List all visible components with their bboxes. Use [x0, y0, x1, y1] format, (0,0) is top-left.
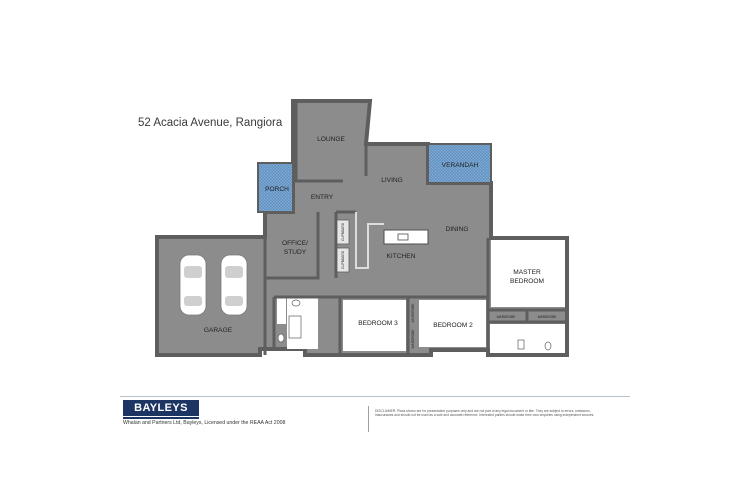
interior-walls — [263, 101, 567, 355]
bedroom3-floor — [343, 300, 406, 351]
master-ensuite-floor — [490, 324, 565, 353]
toilet-floor — [277, 297, 286, 324]
car-icon-left — [179, 254, 207, 316]
master-bedroom-label-line2: BEDROOM — [510, 278, 544, 285]
cupboard-label-lower: CUPBOARD — [341, 250, 345, 269]
verandah-deck — [427, 143, 492, 184]
office-label-line1: OFFICE/ — [282, 240, 308, 247]
living-label: LIVING — [381, 177, 403, 184]
lounge-label: LOUNGE — [317, 136, 345, 143]
footer-divider — [120, 396, 630, 397]
cupboard-upper — [336, 219, 350, 245]
dining-label: DINING — [445, 226, 468, 233]
wardrobe-label-right: WARDROBE — [538, 315, 557, 319]
agency-line: Whalan and Partners Ltd, Bayleys, Licens… — [123, 420, 286, 426]
kitchen-label: KITCHEN — [387, 253, 416, 260]
wardrobe-label-bed3: WARDROBE — [411, 304, 415, 323]
car-icon-right — [220, 254, 248, 316]
disclaimer-divider — [368, 406, 369, 432]
bedroom3-label: BEDROOM 3 — [358, 320, 398, 327]
entry-label: ENTRY — [311, 194, 334, 201]
master-bedroom-label-line1: MASTER — [513, 269, 541, 276]
cupboard-lower — [336, 247, 350, 273]
cupboard-label-upper: CUPBOARD — [341, 222, 345, 241]
wardrobe-label-left: WARDROBE — [497, 315, 516, 319]
porch-label: PORCH — [265, 186, 289, 193]
disclaimer-text: DISCLAIMER: Plans shown are for presenta… — [375, 409, 595, 418]
brand-logo: BAYLEYS — [123, 400, 199, 419]
verandah-label: VERANDAH — [442, 162, 479, 169]
plan-title: 52 Acacia Avenue, Rangiora — [138, 117, 283, 129]
wardrobe-label-bed2: WARDROBE — [411, 330, 415, 349]
kitchen-island — [383, 229, 429, 245]
white-areas — [277, 240, 565, 353]
master-bedroom-floor — [491, 240, 565, 307]
bedroom2-floor — [419, 300, 486, 347]
garage-label: GARAGE — [204, 327, 233, 334]
bathroom-fixtures — [277, 299, 552, 351]
office-label-line2: STUDY — [284, 249, 307, 256]
kitchen-bench — [355, 212, 384, 269]
porch-deck — [257, 162, 294, 213]
bedroom2-label: BEDROOM 2 — [433, 322, 473, 329]
kitchen-sink-icon — [397, 233, 409, 241]
